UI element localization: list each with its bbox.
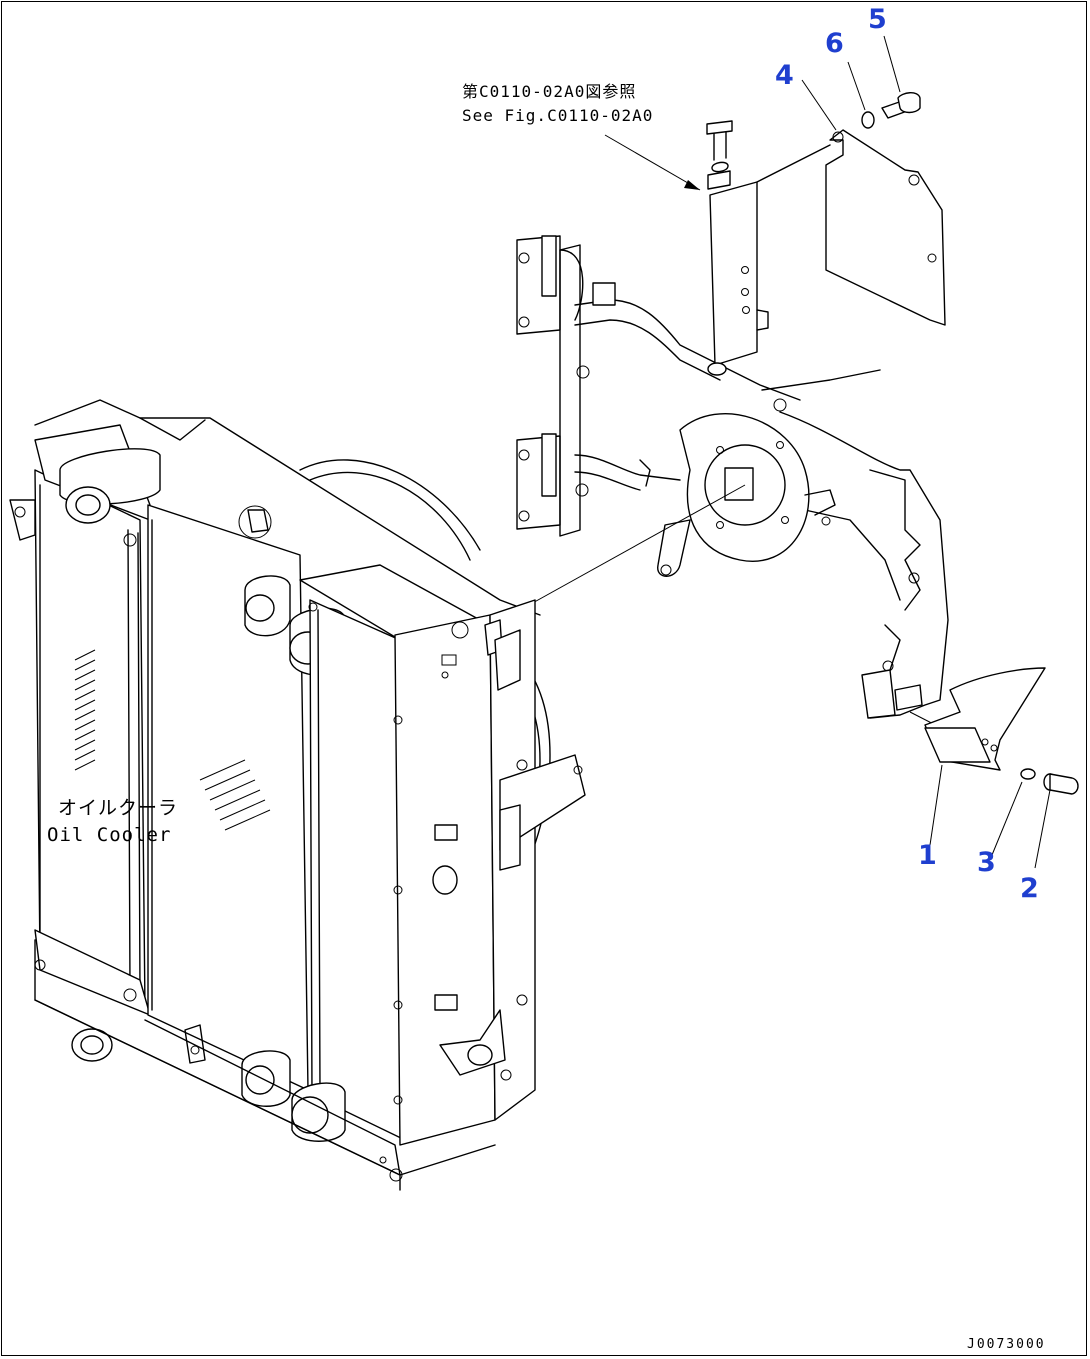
callout-1: 1 bbox=[918, 840, 937, 871]
callout-4: 4 bbox=[775, 60, 794, 91]
bracket-assembly bbox=[516, 120, 949, 719]
reference-note-en: See Fig.C0110-02A0 bbox=[462, 106, 653, 125]
leader-lines bbox=[604, 35, 1051, 869]
callout-3: 3 bbox=[977, 847, 996, 878]
top-fasteners bbox=[861, 92, 921, 129]
oil-cooler-assembly bbox=[9, 399, 586, 1191]
oil-cooler-label-en: Oil Cooler bbox=[47, 824, 171, 846]
callout-6: 6 bbox=[825, 28, 844, 59]
oil-cooler-label-jp: オイルクーラ bbox=[58, 797, 178, 819]
callout-2: 2 bbox=[1020, 873, 1039, 904]
reference-note-jp: 第C0110-02A0図参照 bbox=[462, 82, 636, 101]
side-guard bbox=[924, 667, 1079, 795]
callout-5: 5 bbox=[868, 4, 887, 35]
drawing-code: J0073000 bbox=[967, 1337, 1046, 1352]
